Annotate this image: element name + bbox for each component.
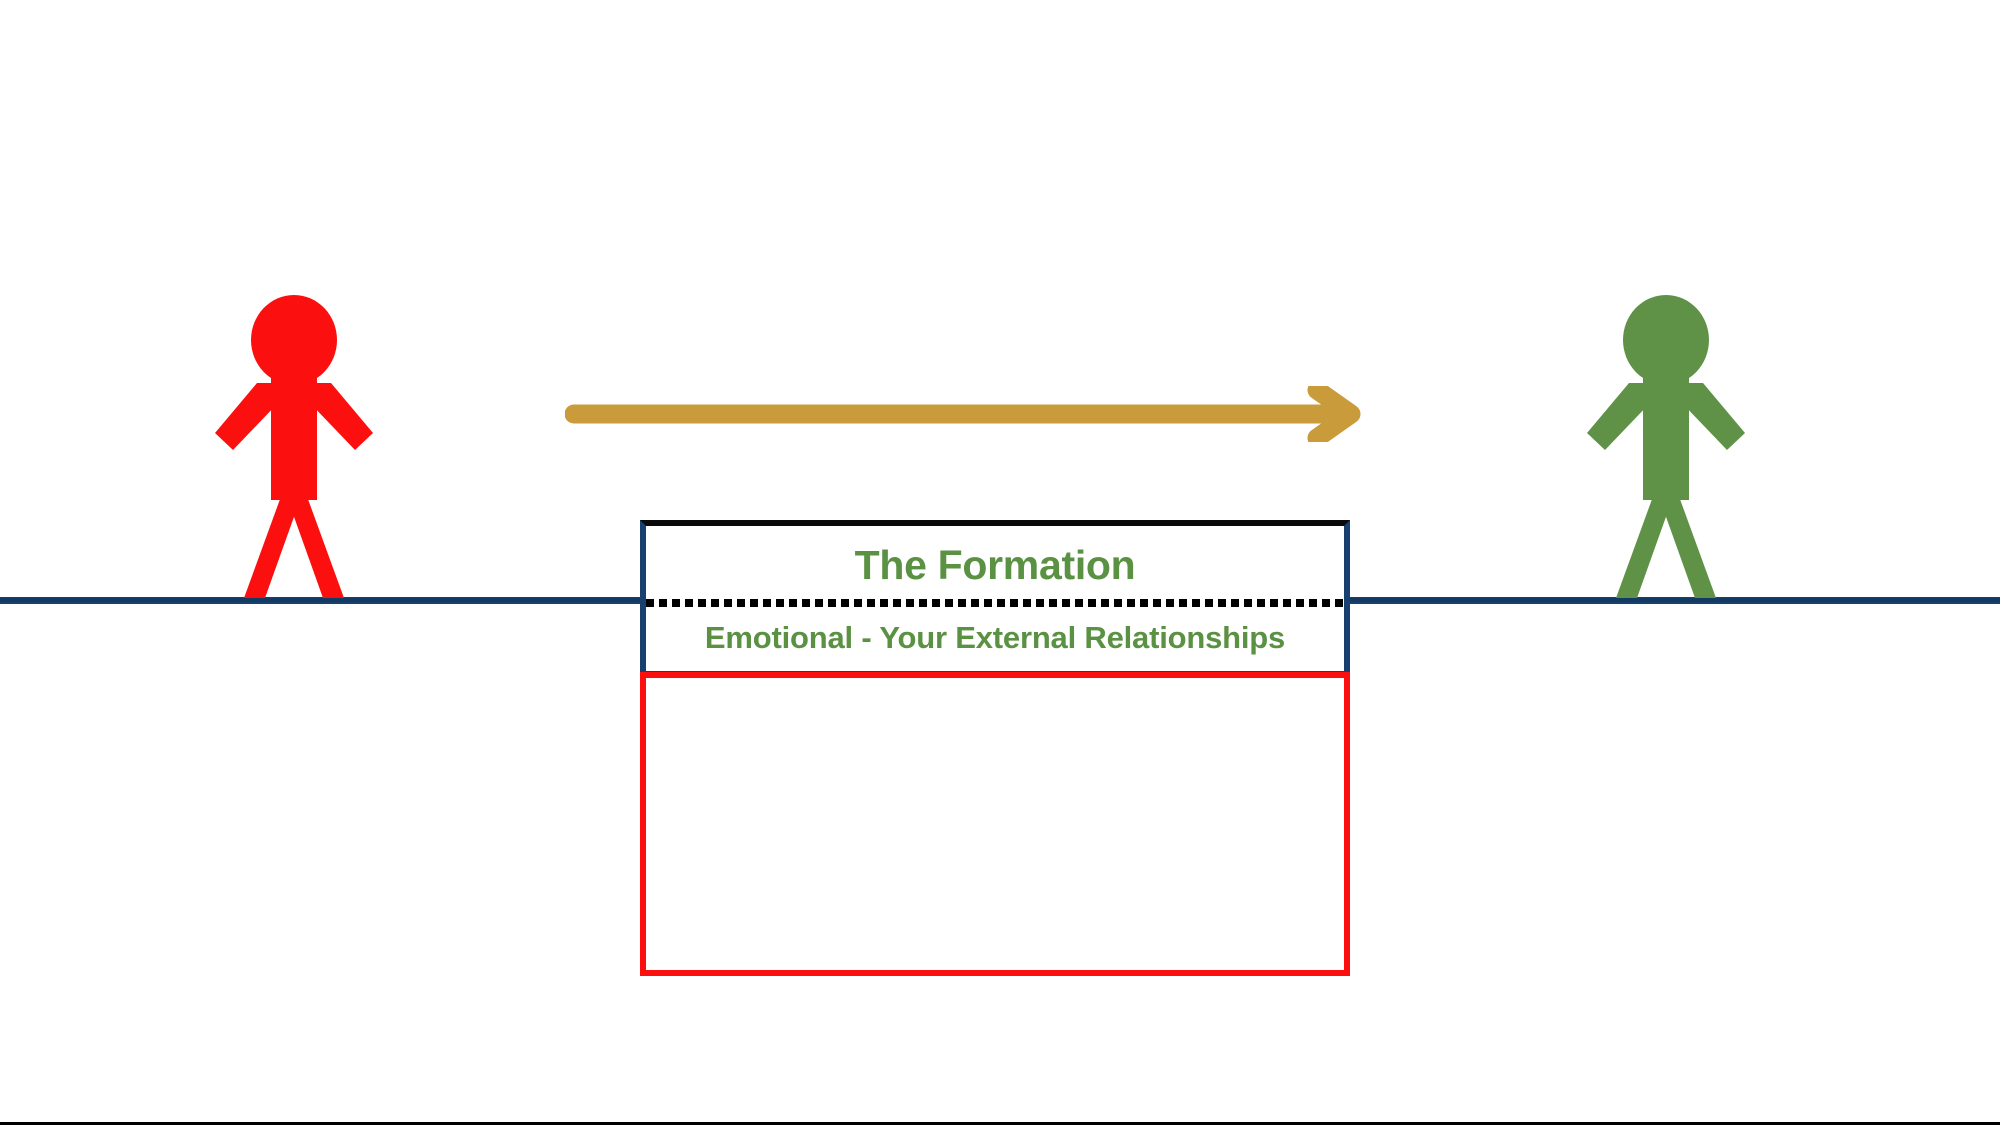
formation-title: The Formation [854,542,1136,588]
stick-figure-green [1580,290,1752,600]
formation-subtitle: Emotional - Your External Relationships [704,620,1286,655]
relationship-box [640,672,1350,976]
dotted-divider [646,599,1344,607]
formation-box: The Formation Emotional - Your External … [640,520,1350,677]
right-arrow-icon [565,386,1361,442]
stick-figure-red [208,290,380,600]
stick-figure-icon [1587,295,1745,598]
stick-figure-icon [215,295,373,598]
right-arrow [565,386,1390,442]
